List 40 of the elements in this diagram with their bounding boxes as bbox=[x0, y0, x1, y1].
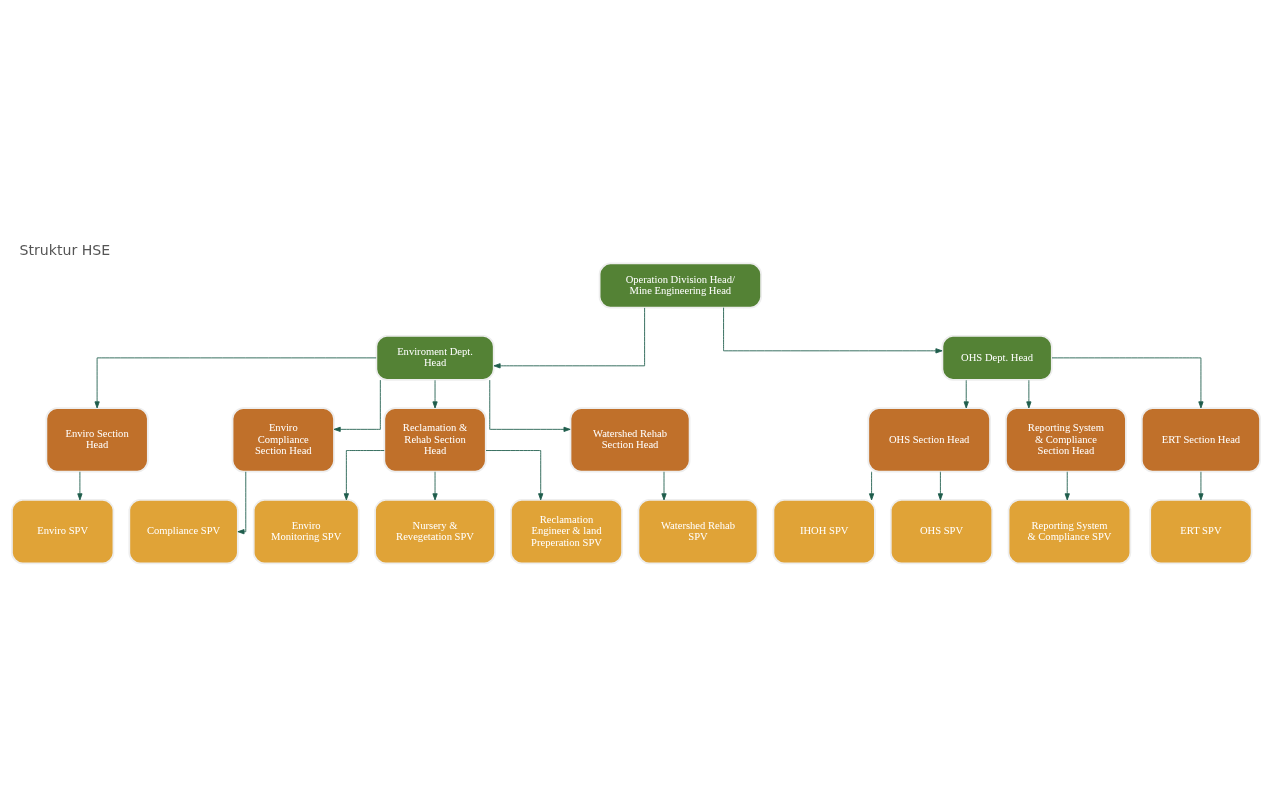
arrow bbox=[493, 306, 646, 368]
arrow bbox=[333, 379, 381, 432]
node-box: Compliance SPV bbox=[128, 498, 239, 564]
node-box: Reporting System & Compliance Section Head bbox=[1005, 406, 1127, 473]
arrow bbox=[1064, 470, 1070, 500]
arrow bbox=[343, 449, 385, 500]
arrow bbox=[489, 379, 571, 432]
node-box: Enviro SPV bbox=[11, 498, 115, 564]
arrow bbox=[963, 379, 969, 408]
node-box: IHOH SPV bbox=[772, 498, 876, 564]
node-box: ERT Section Head bbox=[1140, 406, 1261, 473]
node-box: OHS Section Head bbox=[867, 406, 991, 473]
node-box: ERT SPV bbox=[1149, 498, 1253, 564]
node-box: Operation Division Head/ Mine Engineering Head bbox=[598, 262, 762, 308]
diagram-title: Struktur HSE bbox=[19, 241, 111, 258]
arrow bbox=[1026, 379, 1032, 408]
node-box: OHS Dept. Head bbox=[941, 334, 1053, 381]
node-box: Reporting System & Compliance SPV bbox=[1007, 498, 1132, 564]
arrow bbox=[869, 470, 875, 500]
arrow bbox=[1198, 470, 1204, 500]
node-box: Enviro Section Head bbox=[45, 406, 149, 473]
node-box: Reclamation Engineer & land Preperation SPV bbox=[510, 498, 623, 564]
arrow bbox=[937, 470, 943, 500]
arrow bbox=[94, 356, 377, 408]
arrow bbox=[432, 379, 438, 408]
arrow bbox=[237, 470, 247, 534]
node-box: OHS SPV bbox=[889, 498, 994, 564]
arrow bbox=[485, 449, 544, 500]
arrow bbox=[661, 470, 667, 500]
arrow bbox=[432, 470, 438, 500]
node-box: Enviro Monitoring SPV bbox=[252, 498, 360, 564]
node-box: Watershed Rehab SPV bbox=[637, 498, 759, 564]
node-box: Enviroment Dept. Head bbox=[375, 334, 495, 381]
node-box: Watershed Rehab Section Head bbox=[569, 406, 691, 473]
arrow bbox=[1051, 356, 1204, 408]
arrow bbox=[723, 306, 943, 353]
node-box: Enviro Compliance Section Head bbox=[231, 406, 335, 473]
node-box: Reclamation & Rehab Section Head bbox=[383, 406, 487, 473]
node-box: Nursery & Revegetation SPV bbox=[374, 498, 496, 564]
arrow bbox=[77, 470, 83, 500]
